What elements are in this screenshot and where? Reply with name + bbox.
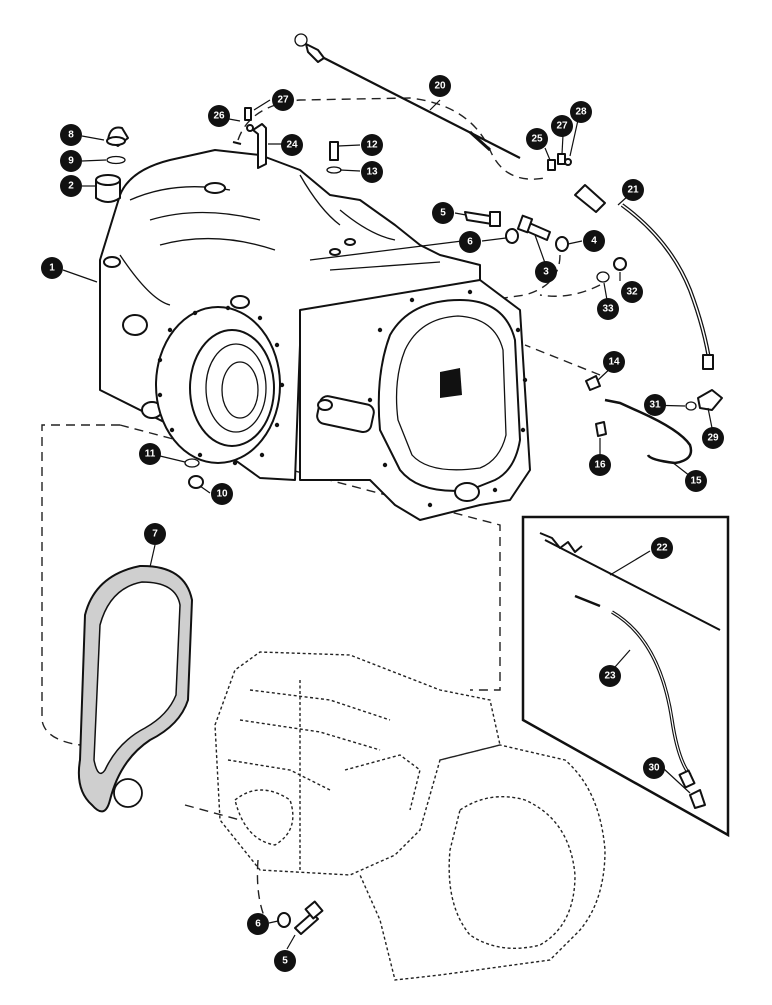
svg-text:22: 22 (656, 543, 668, 554)
svg-text:15: 15 (690, 476, 702, 487)
svg-text:5: 5 (282, 956, 288, 967)
callout-28[interactable]: 28 (570, 101, 592, 123)
callout-4[interactable]: 4 (583, 230, 605, 252)
svg-text:24: 24 (286, 140, 298, 151)
callout-30[interactable]: 30 (643, 757, 665, 779)
svg-text:5: 5 (440, 208, 446, 219)
callout-15[interactable]: 15 (685, 470, 707, 492)
svg-text:28: 28 (575, 107, 587, 118)
svg-text:32: 32 (626, 287, 638, 298)
callout-12[interactable]: 12 (361, 134, 383, 156)
callout-2[interactable]: 2 (60, 175, 82, 197)
svg-text:12: 12 (366, 140, 378, 151)
callout-33[interactable]: 33 (597, 298, 619, 320)
callout-26[interactable]: 26 (208, 105, 230, 127)
transmission-outline (214, 651, 606, 981)
svg-text:29: 29 (707, 433, 719, 444)
callout-27-left[interactable]: 27 (272, 89, 294, 111)
svg-text:8: 8 (68, 130, 74, 141)
svg-text:26: 26 (213, 111, 225, 122)
svg-text:3: 3 (543, 267, 549, 278)
svg-text:33: 33 (602, 304, 614, 315)
svg-text:13: 13 (366, 167, 378, 178)
svg-text:1: 1 (49, 263, 55, 274)
svg-text:16: 16 (594, 460, 606, 471)
svg-text:6: 6 (467, 237, 473, 248)
callout-27-right[interactable]: 27 (551, 115, 573, 137)
leader-lines (62, 99, 713, 950)
gasket (77, 564, 194, 813)
inset-panel (521, 515, 730, 838)
callout-25[interactable]: 25 (526, 128, 548, 150)
callout-7[interactable]: 7 (144, 523, 166, 545)
svg-text:2: 2 (68, 181, 74, 192)
svg-text:27: 27 (556, 121, 568, 132)
svg-text:4: 4 (591, 236, 597, 247)
callout-14[interactable]: 14 (603, 351, 625, 373)
svg-text:27: 27 (277, 95, 289, 106)
callout-10[interactable]: 10 (211, 483, 233, 505)
callout-24[interactable]: 24 (281, 134, 303, 156)
dipstick (294, 33, 521, 159)
callout-1[interactable]: 1 (41, 257, 63, 279)
svg-text:11: 11 (145, 449, 156, 460)
callout-6-lower[interactable]: 6 (247, 913, 269, 935)
callout-5-lower[interactable]: 5 (274, 950, 296, 972)
svg-text:30: 30 (648, 763, 660, 774)
svg-text:7: 7 (152, 529, 158, 540)
callout-9[interactable]: 9 (60, 150, 82, 172)
svg-text:14: 14 (608, 357, 620, 368)
small-parts (95, 107, 723, 935)
transmission-housing (99, 149, 531, 521)
callout-6-upper[interactable]: 6 (459, 231, 481, 253)
callout-13[interactable]: 13 (361, 161, 383, 183)
svg-text:6: 6 (255, 919, 261, 930)
callout-20[interactable]: 20 (429, 75, 451, 97)
callout-3[interactable]: 3 (535, 261, 557, 283)
callout-group: 1 2 3 4 5 5 6 6 7 8 9 10 11 12 13 14 15 … (41, 75, 724, 972)
svg-text:20: 20 (434, 81, 446, 92)
callout-32[interactable]: 32 (621, 281, 643, 303)
callout-11[interactable]: 11 (139, 443, 161, 465)
callout-23[interactable]: 23 (599, 665, 621, 687)
callout-29[interactable]: 29 (702, 427, 724, 449)
callout-16[interactable]: 16 (589, 454, 611, 476)
svg-text:23: 23 (604, 671, 616, 682)
svg-text:25: 25 (531, 134, 543, 145)
svg-text:9: 9 (68, 156, 74, 167)
svg-text:31: 31 (649, 400, 661, 411)
svg-text:10: 10 (216, 489, 228, 500)
svg-text:21: 21 (627, 185, 639, 196)
callout-5-upper[interactable]: 5 (432, 202, 454, 224)
callout-21[interactable]: 21 (622, 179, 644, 201)
callout-8[interactable]: 8 (60, 124, 82, 146)
callout-22[interactable]: 22 (651, 537, 673, 559)
callout-31[interactable]: 31 (644, 394, 666, 416)
